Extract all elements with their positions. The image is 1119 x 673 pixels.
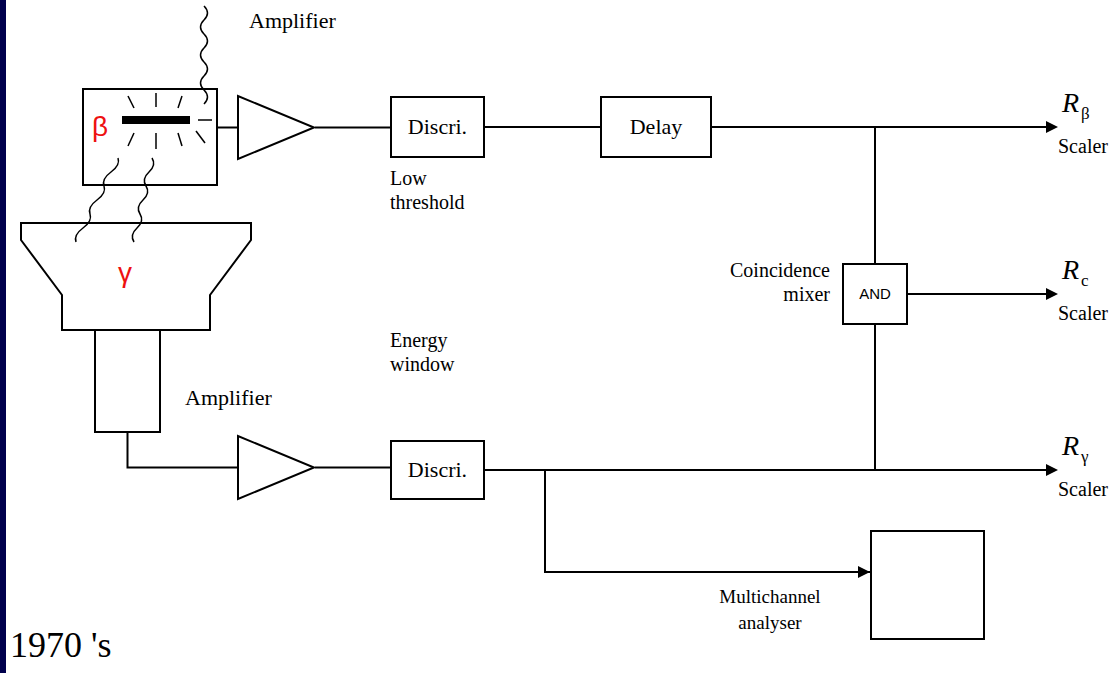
signal-wire xyxy=(712,127,875,263)
photomultiplier-tube xyxy=(95,330,160,432)
box-outline: Delay xyxy=(600,96,712,158)
rate-symbol: R xyxy=(1062,253,1079,287)
amplifier-triangle xyxy=(238,96,314,159)
signal-wire xyxy=(485,126,600,128)
box-outline xyxy=(870,530,985,640)
rate-subscript: β xyxy=(1081,104,1090,124)
signal-wire xyxy=(315,467,390,469)
amplifier-triangle xyxy=(237,95,315,160)
discriminator-box: Discri. Energy window xyxy=(390,328,490,500)
scaler-label: Scaler xyxy=(1058,134,1108,158)
scaler-label: Scaler xyxy=(1058,477,1108,501)
particle-symbol: γ xyxy=(118,256,132,290)
setting-note: Low threshold xyxy=(390,166,490,214)
block-label: Discri. xyxy=(408,114,467,140)
discriminator-box: Discri. Low threshold xyxy=(390,96,490,226)
block-label: Delay xyxy=(630,114,683,140)
setting-note: Energy window xyxy=(390,328,490,376)
rate-symbol: R xyxy=(1062,429,1079,463)
date-note: 1970 's xyxy=(10,624,112,667)
coincidence-mixer: AND Coincidence mixer xyxy=(690,258,908,325)
connection-anchor xyxy=(95,330,160,432)
output-arrowheads xyxy=(1046,121,1058,476)
rate-symbol: R xyxy=(1062,86,1079,120)
amplifier-symbol: Amplifier xyxy=(237,8,347,162)
scaler-label: Scaler xyxy=(1058,301,1108,325)
source-bar xyxy=(122,116,190,124)
box-outline: Discri. xyxy=(390,96,485,158)
signal-wire xyxy=(315,127,390,129)
signal-wire xyxy=(485,325,875,470)
beta-source-box: β xyxy=(82,88,218,186)
block-label: Discri. xyxy=(408,457,467,483)
gate-label: AND xyxy=(859,285,891,303)
scaler-outputs xyxy=(875,127,1046,470)
signal-wire xyxy=(128,432,238,468)
emission-rays xyxy=(128,93,212,149)
multichannel-analyser: Multichannel analyser xyxy=(690,530,985,640)
signal-wire xyxy=(485,470,870,572)
amplifier-triangle xyxy=(237,435,315,500)
rate-subscript: γ xyxy=(1081,447,1089,467)
block-label: Amplifier xyxy=(185,385,272,411)
amplifier-symbol: Amplifier xyxy=(185,385,315,500)
box-outline: AND xyxy=(842,263,908,325)
particle-symbol: β xyxy=(92,110,108,144)
amplifier-triangle xyxy=(238,436,314,499)
delay-box: Delay xyxy=(600,96,712,158)
radiation-tracks xyxy=(75,6,207,242)
block-label: Amplifier xyxy=(249,8,336,34)
box-outline: Discri. xyxy=(390,440,485,500)
scintillator-crystal xyxy=(21,223,251,330)
rate-subscript: c xyxy=(1081,271,1089,291)
signal-wire xyxy=(218,127,237,129)
block-label: Multichannel analyser xyxy=(690,584,850,636)
block-label: Coincidence mixer xyxy=(690,258,830,306)
